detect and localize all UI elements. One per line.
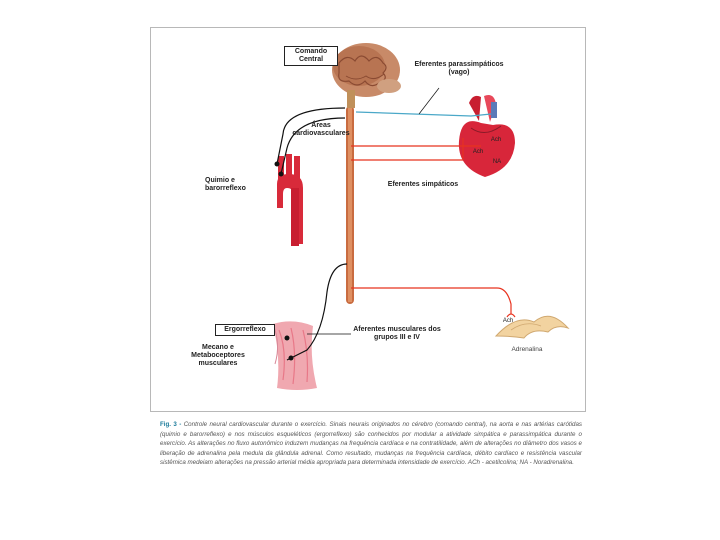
cardiovascular-areas-label: Áreas cardiovasculares <box>292 122 350 137</box>
caption-body: Controle neural cardiovascular durante o… <box>160 421 582 466</box>
ach-heart-2-label: Ach <box>472 149 484 155</box>
adrenal-gland-icon <box>494 315 570 339</box>
sympathetic-adrenal-pathway <box>351 287 512 314</box>
spinal-cord-core <box>348 108 352 302</box>
ergoreceptor-node-2 <box>288 355 294 361</box>
aorta-icon <box>277 154 303 246</box>
muscle-afferent-pathway <box>286 263 348 361</box>
na-heart-label: NA <box>492 159 502 165</box>
parasympathetic-pointer <box>418 87 440 115</box>
baroreflex-afferent <box>280 117 346 175</box>
chemoreceptor-node <box>278 171 284 177</box>
figure-caption: Fig. 3 - Controle neural cardiovascular … <box>160 420 582 468</box>
baroreceptor-node <box>274 161 280 167</box>
central-command-afferent <box>276 107 346 165</box>
ergoreflex-label: Ergorreflexo <box>215 324 275 336</box>
sympathetic-efferents-label: Eferentes simpáticos <box>387 181 459 188</box>
figure-frame: Comando Central Eferentes parassimpático… <box>150 27 586 412</box>
chemo-baroreflex-label: Quimio e barorreflexo <box>205 177 246 192</box>
parasympathetic-efferents-label: Eferentes parassimpáticos (vago) <box>414 61 504 76</box>
caption-title: Fig. 3 - <box>160 421 182 428</box>
brain-icon <box>332 43 401 108</box>
muscle-receptors-label: Mecano e Metaboceptores musculares <box>191 344 245 367</box>
parasympathetic-pathway <box>355 111 492 117</box>
ach-adrenal-label: Ach <box>502 318 514 324</box>
ergoreceptor-node-1 <box>284 335 290 341</box>
heart-icon <box>458 95 515 177</box>
muscle-afferents-label: Aferentes musculares dos grupos III e IV <box>353 326 441 341</box>
central-command-label: Comando Central <box>284 46 338 66</box>
adrenaline-label: Adrenalina <box>511 346 543 353</box>
ach-heart-1-label: Ach <box>490 137 502 143</box>
diagram-svg <box>272 43 570 390</box>
sympathetic-adrenal-terminal <box>506 313 516 318</box>
